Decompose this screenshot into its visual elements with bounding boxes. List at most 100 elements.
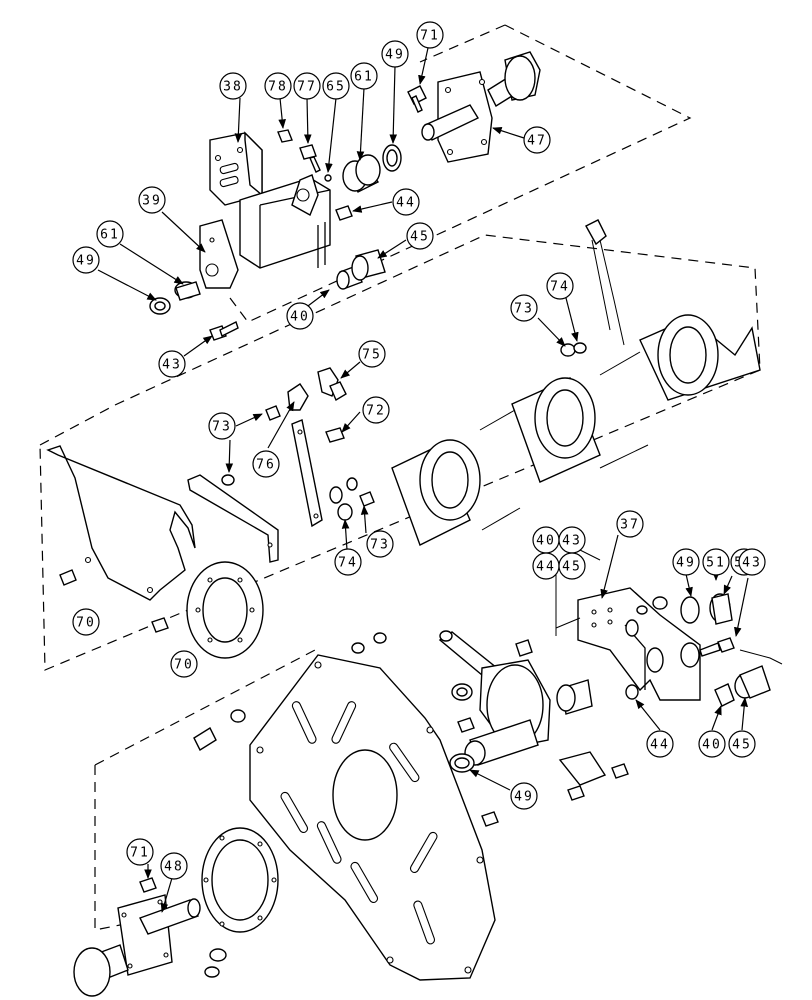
dashed-outlines xyxy=(39,24,761,931)
arm-assembly xyxy=(193,630,629,978)
callout-number: 44 xyxy=(650,738,670,753)
callout-number: 44 xyxy=(396,196,416,211)
callout-number: 74 xyxy=(550,280,570,295)
shaft-flange-48 xyxy=(73,877,201,997)
callout-number: 47 xyxy=(527,134,547,149)
callout-number: 61 xyxy=(100,228,120,243)
callout-44: 44 xyxy=(392,188,420,216)
callout-43: 43 xyxy=(738,548,766,576)
callout-number: 49 xyxy=(676,556,696,571)
seal-ring xyxy=(201,827,279,933)
callout-number: 73 xyxy=(514,302,534,317)
callout-circle xyxy=(392,188,420,216)
callout-76: 76 xyxy=(252,450,280,478)
callout-number: 45 xyxy=(410,230,430,245)
callout-49: 49 xyxy=(510,782,538,810)
callout-40: 40 xyxy=(698,730,726,758)
bearing-housing-38 xyxy=(209,131,263,206)
callout-circle xyxy=(510,294,538,322)
callout-75: 75 xyxy=(358,340,386,368)
callout-circle xyxy=(138,186,166,214)
callout-49: 49 xyxy=(381,40,409,68)
side-panel xyxy=(46,445,196,601)
callout-44: 44 xyxy=(646,730,674,758)
callout-circle xyxy=(96,220,124,248)
callout-number: 38 xyxy=(223,80,243,95)
callout-48: 48 xyxy=(160,852,188,880)
callout-number: 72 xyxy=(366,404,386,419)
callout-number: 37 xyxy=(620,518,640,533)
callout-number: 43 xyxy=(562,534,582,549)
callout-number: 70 xyxy=(174,658,194,673)
callout-47: 47 xyxy=(523,126,551,154)
callout-71: 71 xyxy=(416,21,444,49)
callout-circle xyxy=(322,72,350,100)
callout-circle xyxy=(126,838,154,866)
callout-circle xyxy=(264,72,292,100)
callout-number: 70 xyxy=(76,616,96,631)
callout-circle xyxy=(72,608,100,636)
callout-45: 45 xyxy=(558,552,586,580)
callout-43: 43 xyxy=(558,526,586,554)
callout-61: 61 xyxy=(350,62,378,90)
tube-sections xyxy=(391,314,761,546)
callout-circle xyxy=(219,72,247,100)
callout-39: 39 xyxy=(138,186,166,214)
callout-number: 75 xyxy=(362,348,382,363)
callout-number: 65 xyxy=(326,80,346,95)
callout-circle xyxy=(350,62,378,90)
callout-number: 48 xyxy=(164,860,184,875)
callout-number: 74 xyxy=(338,556,358,571)
angle-strap xyxy=(187,474,279,563)
callout-circle xyxy=(362,396,390,424)
callout-number: 43 xyxy=(162,358,182,373)
callout-44: 44 xyxy=(532,552,560,580)
callout-73: 73 xyxy=(366,530,394,558)
callout-circle xyxy=(616,510,644,538)
callout-78: 78 xyxy=(264,72,292,100)
callout-number: 71 xyxy=(130,846,150,861)
callout-circle xyxy=(293,72,321,100)
callout-number: 44 xyxy=(536,560,556,575)
callout-number: 43 xyxy=(742,556,762,571)
callout-number: 39 xyxy=(142,194,162,209)
callout-circle xyxy=(646,730,674,758)
callout-37: 37 xyxy=(616,510,644,538)
callout-number: 40 xyxy=(290,310,310,325)
callout-circle xyxy=(208,412,236,440)
callout-70: 70 xyxy=(170,650,198,678)
callout-73: 73 xyxy=(510,294,538,322)
callout-circle xyxy=(381,40,409,68)
mount-channel xyxy=(239,174,331,269)
callout-number: 61 xyxy=(354,70,374,85)
callout-number: 73 xyxy=(212,420,232,435)
callout-circle xyxy=(158,350,186,378)
callout-circle xyxy=(334,548,362,576)
callout-40: 40 xyxy=(532,526,560,554)
callout-43: 43 xyxy=(158,350,186,378)
bushing-61 xyxy=(342,154,381,193)
callout-circle xyxy=(546,272,574,300)
callout-number: 45 xyxy=(562,560,582,575)
washer-49 xyxy=(382,144,402,172)
callout-number: 73 xyxy=(370,538,390,553)
callout-38: 38 xyxy=(219,72,247,100)
vertical-strap xyxy=(291,419,323,528)
callout-70: 70 xyxy=(72,608,100,636)
flange-ring xyxy=(186,561,264,659)
callout-number: 40 xyxy=(702,738,722,753)
callout-number: 78 xyxy=(268,80,288,95)
callout-61: 61 xyxy=(96,220,124,248)
bracket-39 xyxy=(199,219,239,289)
bracket-37 xyxy=(555,587,783,707)
callout-74: 74 xyxy=(546,272,574,300)
callout-circle xyxy=(416,21,444,49)
callout-number: 45 xyxy=(732,738,752,753)
callout-circle xyxy=(286,302,314,330)
callout-45: 45 xyxy=(728,730,756,758)
callout-71: 71 xyxy=(126,838,154,866)
callout-circle xyxy=(558,552,586,580)
callout-number: 49 xyxy=(514,790,534,805)
callout-circle xyxy=(170,650,198,678)
